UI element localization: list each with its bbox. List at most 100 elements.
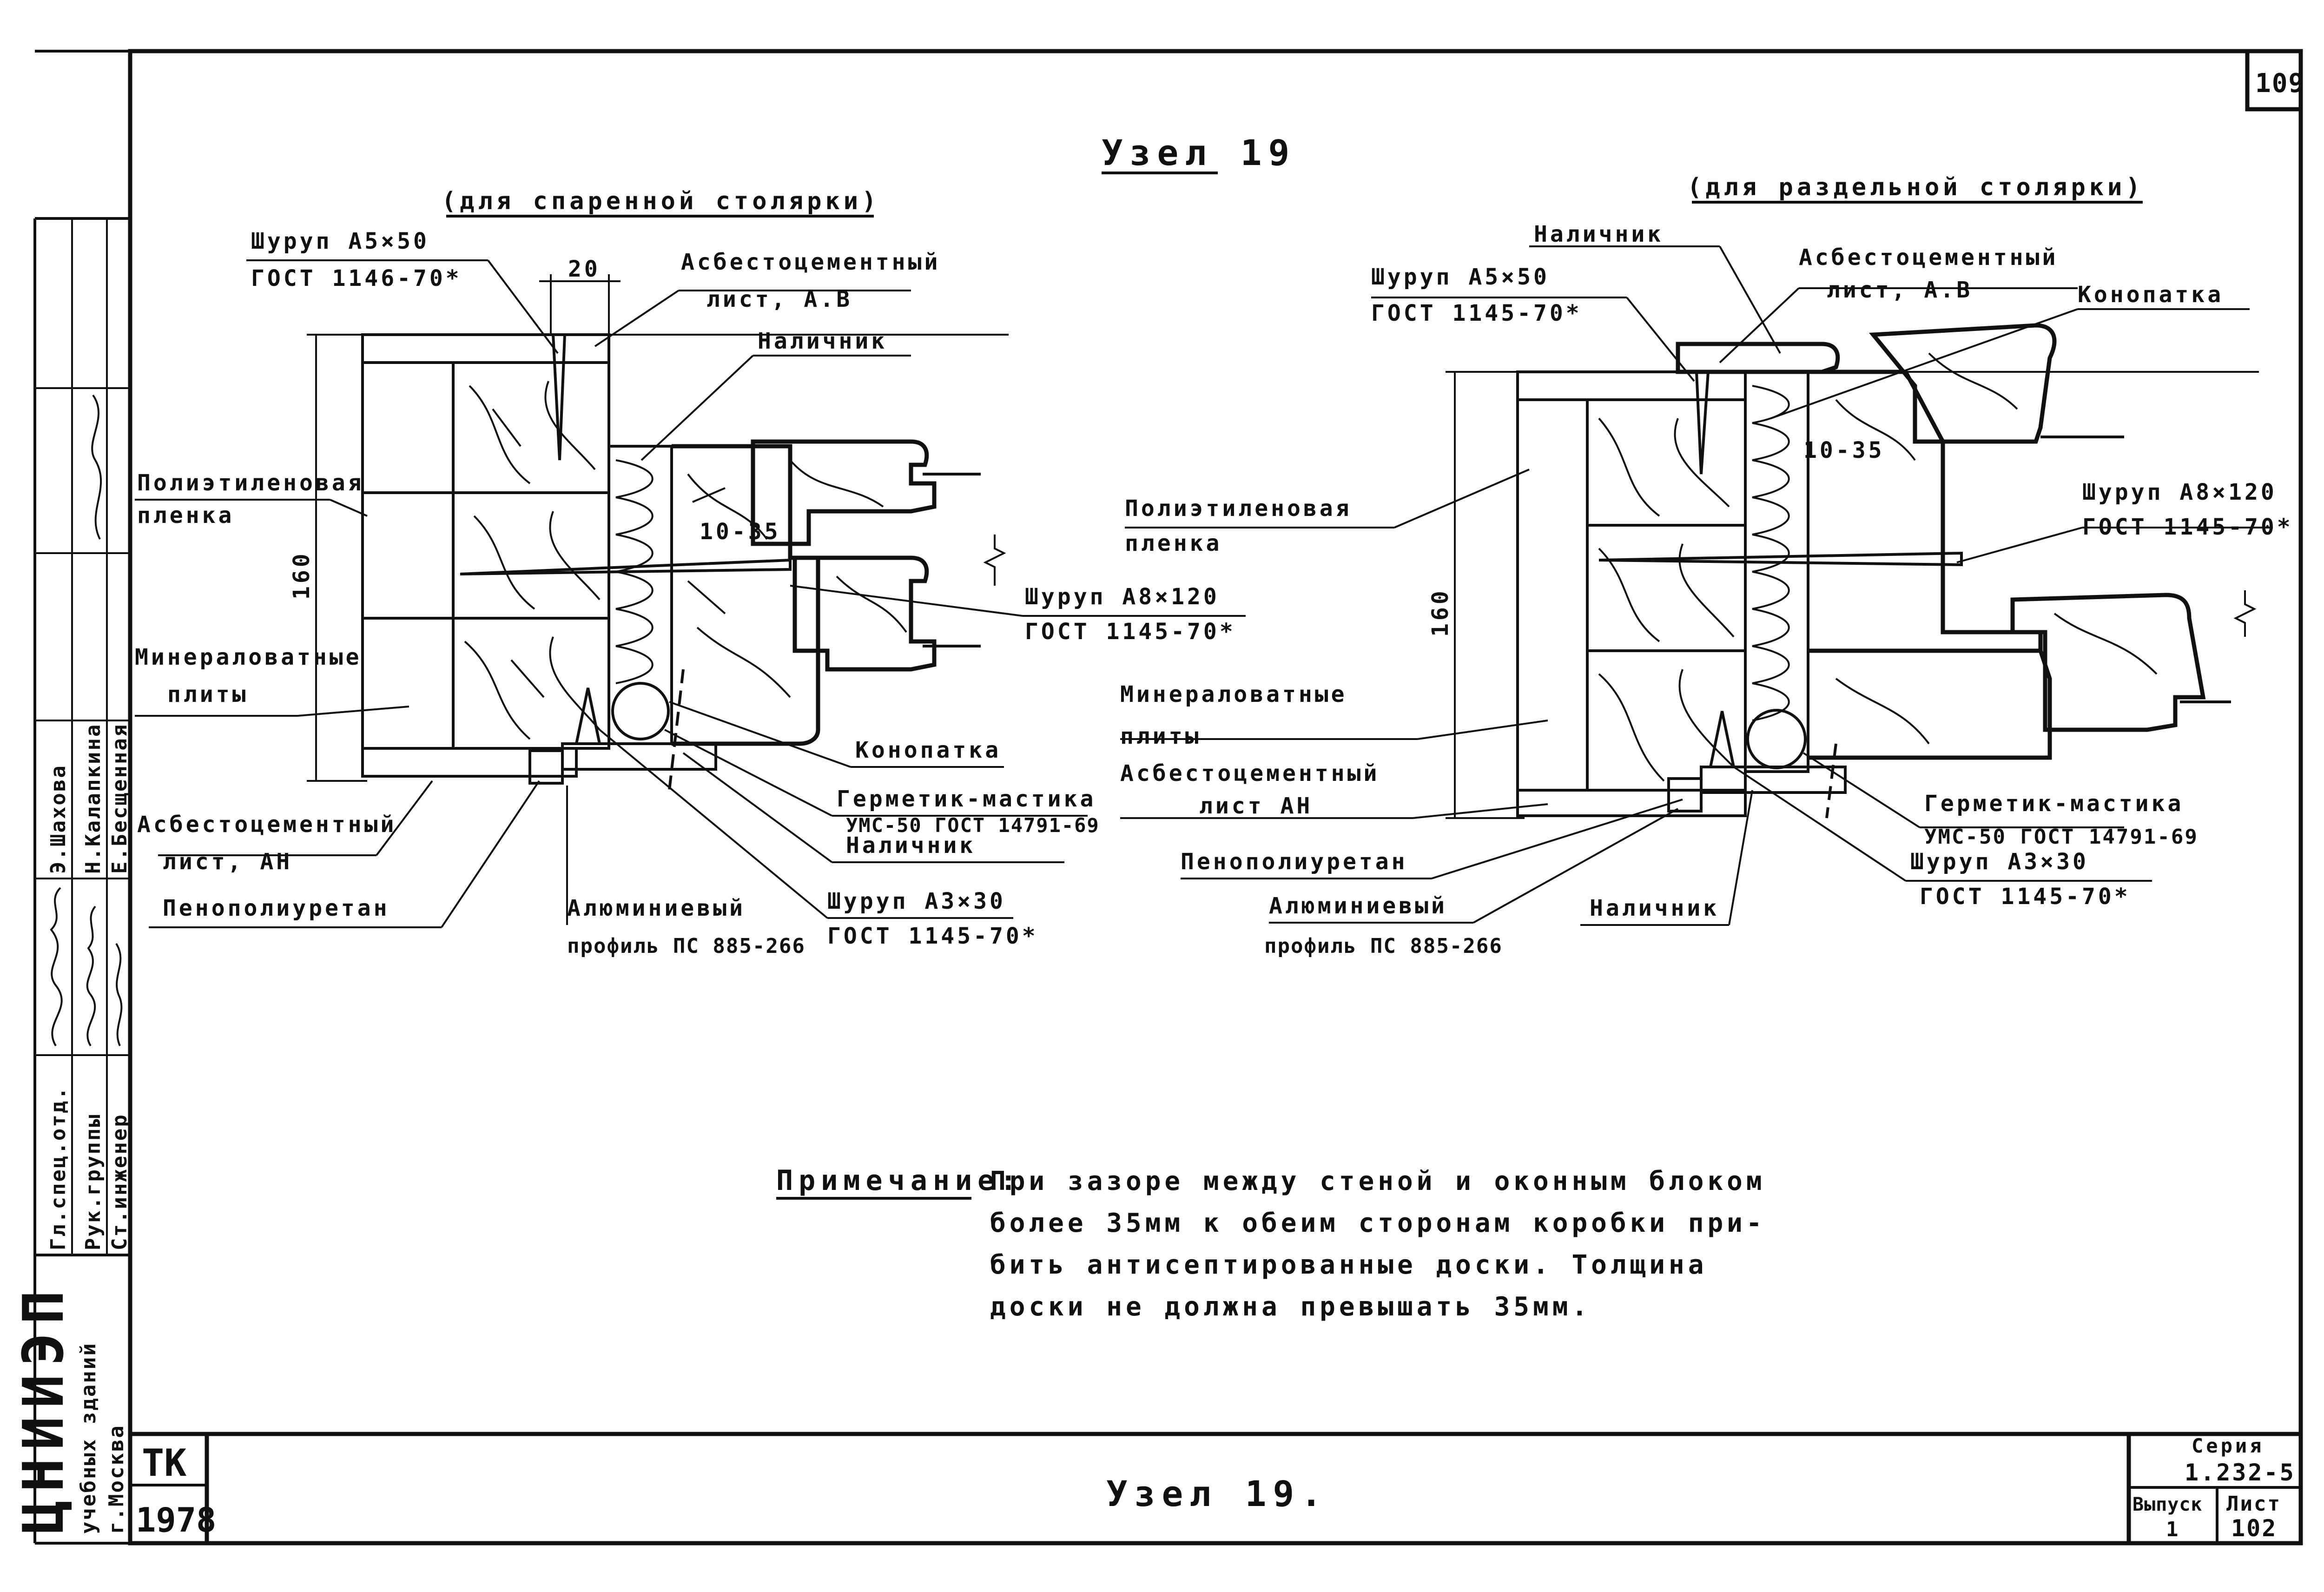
right-sash-inner	[2010, 593, 2206, 732]
title-block: ТК 1978 Узел 19. Серия 1.232-5 Выпуск 1 …	[130, 1432, 2301, 1543]
left-foam-label: Пенополиуретан	[163, 895, 390, 921]
right-asbestos-bot-label-2: лист АН	[1199, 793, 1313, 819]
note-heading: Примечание:	[776, 1164, 1022, 1197]
left-dim-160: 160	[289, 551, 315, 600]
left-subtitle: (для спаренной столярки)	[442, 187, 880, 215]
left-sash-lower	[792, 555, 937, 672]
note-line-2: более 35мм к обеим сторонам коробки при-	[990, 1208, 1766, 1238]
left-film-label-2: пленка	[137, 502, 234, 528]
signature-3	[115, 943, 123, 1046]
left-asbestos-top-label-2: лист, А.В	[706, 286, 852, 312]
right-window-box	[1808, 370, 2043, 653]
stamp-name-3: Е.Бесщенная	[108, 723, 132, 874]
right-asbestos-top	[1516, 370, 1747, 401]
right-nalichnik-bot-label: Наличник	[1590, 895, 1719, 921]
page-title: Узел 19	[1102, 132, 1296, 173]
right-film-label-2: пленка	[1125, 530, 1222, 556]
left-mineral-wool	[361, 361, 455, 750]
left-nalichnik-top-label: Наличник	[758, 328, 887, 354]
right-screw-bot-label-2: ГОСТ 1145-70*	[1920, 884, 2131, 910]
right-mineral-label-2: плиты	[1120, 723, 1202, 749]
left-screw-top-label-2: ГОСТ 1146-70*	[251, 265, 462, 291]
left-asbestos-bottom	[361, 747, 578, 778]
left-wood-block	[452, 361, 610, 750]
right-screw-top-label-2: ГОСТ 1145-70*	[1371, 300, 1582, 326]
stamp-name-1: Э.Шахова	[46, 764, 70, 874]
right-film-label-1: Полиэтиленовая	[1125, 495, 1352, 522]
right-germetik-label-1: Герметик-мастика	[1924, 791, 2184, 817]
left-asbestos-top-label-1: Асбестоцементный	[681, 249, 940, 275]
tb-code: ТК	[142, 1441, 186, 1485]
right-wood-block	[1586, 398, 1747, 792]
left-screw-top-label-1: Шуруп А5×50	[251, 228, 429, 254]
left-screw-mid-label-2: ГОСТ 1145-70*	[1025, 619, 1236, 645]
tb-sheet-label: Лист	[2226, 1492, 2281, 1516]
right-sash-outer	[1868, 323, 2057, 444]
sheet-number-box	[2245, 49, 2303, 112]
right-foam-label: Пенополиуретан	[1181, 849, 1408, 875]
signature-4	[91, 394, 102, 540]
stamp-org-1: ЦНИИЭП	[12, 1282, 76, 1534]
right-screw-mid-label-1: Шуруп А8×120	[2082, 479, 2277, 505]
right-leaders	[1120, 245, 2273, 926]
left-leaders	[135, 259, 1246, 928]
tb-series-label: Серия	[2192, 1434, 2264, 1457]
left-screw-long	[460, 558, 792, 575]
stamp-role-2: Рук.группы	[81, 1113, 105, 1250]
right-asbestos-top-label-2: лист, А.В	[1827, 277, 1973, 303]
side-stamp: Гл.спец.отд. Рук.группы Ст.инженер Э.Шах…	[12, 217, 132, 1543]
left-germetik-label-1: Герметик-мастика	[837, 786, 1096, 812]
right-screw-top-label-1: Шуруп А5×50	[1371, 264, 1550, 290]
right-node-drawing: (для раздельной столярки) 160	[1120, 173, 2293, 958]
right-aluminium-profile	[1667, 777, 1703, 813]
signature-2	[86, 905, 96, 1047]
left-mineral-label-2: плиты	[167, 681, 249, 707]
right-trim-top	[1676, 342, 1840, 374]
right-mineral-wool	[1516, 398, 1589, 792]
tb-year: 1978	[136, 1500, 216, 1539]
note-line-4: доски не должна превышать 35мм.	[990, 1292, 1591, 1322]
right-screw-bot-label-1: Шуруп А3×30	[1910, 849, 2089, 875]
right-profile-label-2: профиль ПС 885-266	[1264, 934, 1503, 958]
left-nalichnik-bot-label: Наличник	[846, 832, 976, 859]
left-dim-10-35: 10-35	[700, 519, 781, 545]
left-screw-bot-label-1: Шуруп А3×30	[827, 888, 1006, 914]
right-nalichnik-top-label: Наличник	[1534, 221, 1664, 247]
right-sealant-cord	[1746, 709, 1807, 769]
right-subtitle: (для раздельной столярки)	[1687, 173, 2144, 201]
right-mineral-label-1: Минераловатные	[1120, 681, 1347, 707]
right-konopatka-label: Конопатка	[2078, 282, 2224, 308]
tb-issue: 1	[2166, 1518, 2179, 1541]
note-line-3: бить антисептированные доски. Толщина	[990, 1250, 1707, 1280]
stamp-name-2: Н.Калапкина	[81, 723, 105, 874]
right-asbestos-top-label-1: Асбестоцементный	[1799, 244, 2058, 271]
right-screw-mid-label-2: ГОСТ 1145-70*	[2082, 514, 2293, 540]
sheet-frame: 109	[35, 49, 2304, 1546]
tb-sheet: 102	[2231, 1515, 2277, 1542]
stamp-role-3: Ст.инженер	[108, 1113, 132, 1250]
stamp-role-1: Гл.спец.отд.	[46, 1086, 70, 1250]
stamp-org-3: г.Москва	[105, 1424, 128, 1534]
left-screw-bot-label-2: ГОСТ 1145-70*	[827, 923, 1038, 949]
left-asbestos-bot-label-1: Асбестоцементный	[137, 812, 396, 838]
stamp-org-2: учебных зданий	[77, 1342, 100, 1534]
left-asbestos-top	[361, 333, 610, 364]
left-mineral-label-1: Минераловатные	[135, 644, 362, 670]
left-asbestos-bot-label-2: лист, АН	[163, 849, 292, 875]
left-screw-mid-label-1: Шуруп А8×120	[1025, 584, 1220, 610]
note: Примечание: При зазоре между стеной и ок…	[776, 1164, 1766, 1322]
left-dim-20: 20	[568, 256, 601, 282]
left-sealant-cord	[611, 682, 670, 740]
right-asbestos-bottom	[1516, 789, 1747, 817]
left-screw-top	[551, 333, 567, 461]
tb-name: Узел 19.	[1106, 1473, 1328, 1514]
signature-1	[50, 887, 63, 1047]
tb-series: 1.232-5	[2185, 1459, 2296, 1486]
tb-issue-label: Выпуск	[2133, 1494, 2203, 1515]
left-film-label-1: Полиэтиленовая	[137, 470, 364, 496]
right-dim-160: 160	[1427, 588, 1453, 637]
left-profile-label-2: профиль ПС 885-266	[567, 934, 805, 958]
left-aluminium-profile	[528, 749, 564, 785]
left-sash-upper	[751, 439, 937, 546]
right-screw-top	[1695, 370, 1710, 475]
